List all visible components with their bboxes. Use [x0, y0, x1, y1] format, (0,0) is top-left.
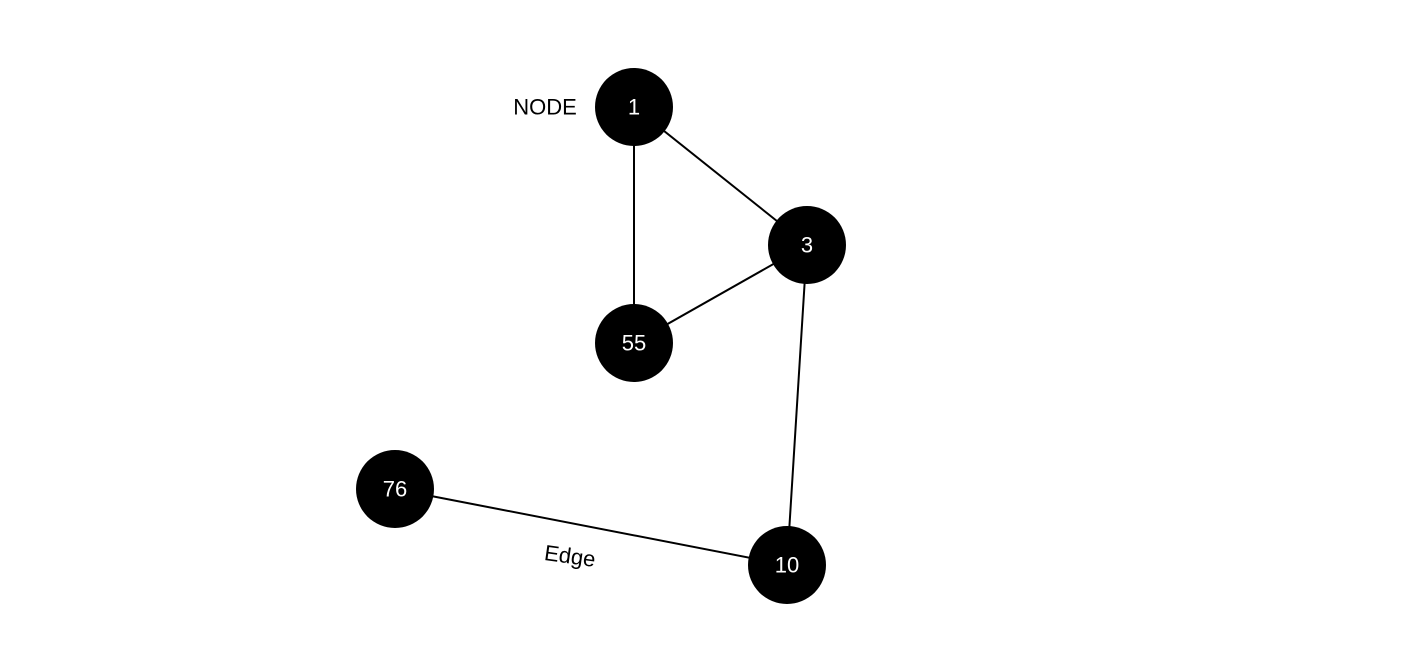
- node-10: 10: [748, 526, 826, 604]
- node-circle: [748, 526, 826, 604]
- node-annotation-label: NODE: [513, 95, 577, 120]
- node-circle: [595, 68, 673, 146]
- node-label: 10: [775, 553, 799, 578]
- node-3: 3: [768, 206, 846, 284]
- edge-annotation-label: Edge: [543, 540, 597, 572]
- node-label: 1: [628, 95, 640, 120]
- nodes-layer: 1 3 55 76 10: [356, 68, 846, 604]
- node-label: 76: [383, 477, 407, 502]
- node-55: 55: [595, 304, 673, 382]
- node-76: 76: [356, 450, 434, 528]
- edge-3-10: [786, 244, 808, 566]
- node-circle: [768, 206, 846, 284]
- node-label: 55: [622, 331, 646, 356]
- edge-76-10: [394, 488, 788, 566]
- node-circle: [595, 304, 673, 382]
- node-circle: [356, 450, 434, 528]
- node-label: 3: [801, 233, 813, 258]
- node-1: 1: [595, 68, 673, 146]
